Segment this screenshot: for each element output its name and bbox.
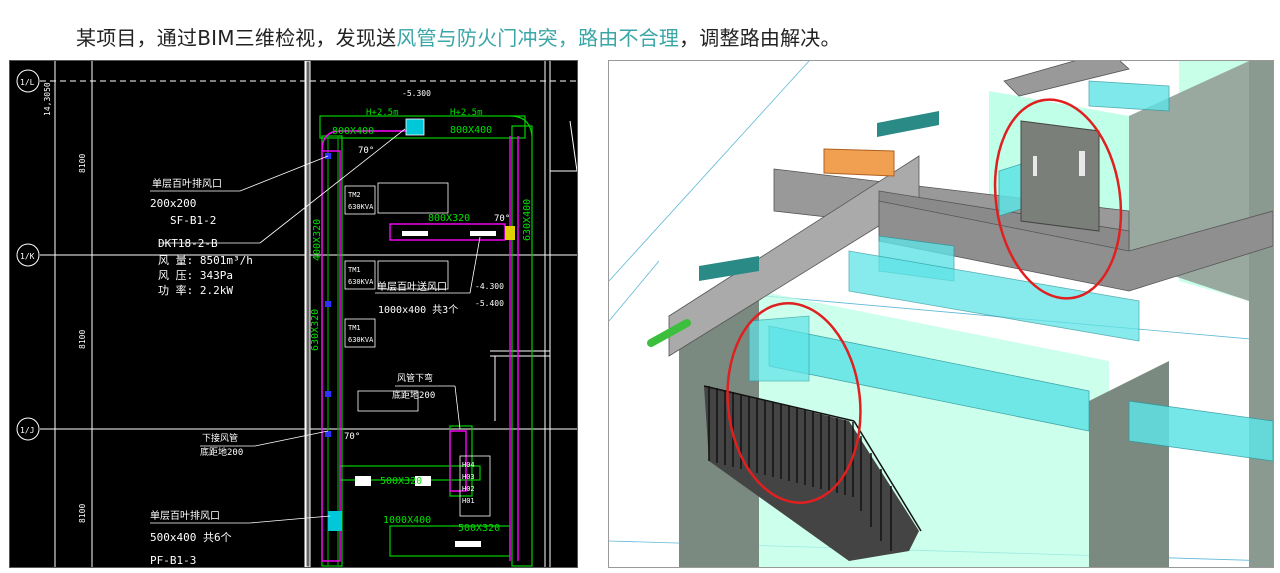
elev-label: -5.400 [475, 299, 504, 308]
h-code: H03 [462, 473, 475, 481]
tm-kva: 630KVA [348, 203, 374, 211]
door-window [1079, 151, 1085, 176]
fan-code: DKT18-2-B [158, 237, 218, 250]
angle-labels: 70° 70° 70° [344, 146, 510, 442]
elev-label: H+2.5m [366, 108, 399, 118]
duct-outlines [319, 115, 533, 567]
angle-label: 70° [344, 432, 360, 442]
elev-label: -5.300 [402, 89, 431, 98]
cable-trays [699, 111, 939, 281]
fire-door [1020, 120, 1100, 232]
exhaust-size: 200x200 [150, 197, 196, 210]
grid-bubble-icon [16, 417, 40, 441]
bottom-code: PF-B1-3 [150, 554, 196, 567]
bim-3d-view [609, 61, 1273, 567]
grid-bubble-label: 1/J [20, 426, 34, 435]
dim-label: 8100 [78, 154, 87, 173]
duct-size: 500X320 [380, 476, 422, 487]
tm-label: TM1 [348, 266, 361, 274]
tm-kva: 630KVA [348, 336, 374, 344]
annotations: 单层百叶排风口 200x200 SF-B1-2 DKT18-2-B 风 量: 8… [150, 89, 504, 567]
supply-size: 1000x400 共3个 [378, 304, 458, 316]
equipment-box [823, 148, 895, 177]
beams [668, 61, 1273, 357]
pipe [647, 319, 691, 347]
fan-pressure: 风 压: 343Pa [158, 269, 233, 282]
h-code: H02 [462, 485, 475, 493]
down-pipe-elev: 底距地200 [200, 446, 243, 458]
tm-kva: 630KVA [348, 278, 374, 286]
cad-drawing-panel: 1/L 1/K 1/J 14,3050 8100 8100 8100 [9, 60, 578, 568]
duct-size: 800X400 [332, 126, 374, 137]
duct-size: 800X400 [450, 125, 492, 136]
grid-bubble-label: 1/K [20, 252, 35, 261]
duct-down: 风管下弯 [397, 372, 433, 384]
duct-size-labels: 800X400 800X400 800X320 500X320 500X320 … [310, 108, 533, 534]
conflict-circle-door [993, 98, 1123, 300]
bottom-title: 单层百叶排风口 [150, 509, 220, 522]
transformer-labels: TM2 630KVA TM1 630KVA TM1 630KVA H04 H03… [348, 191, 475, 505]
staircase [703, 385, 922, 561]
cad-drawing: 1/L 1/K 1/J 14,3050 8100 8100 8100 [16, 61, 577, 567]
exhaust-code: SF-B1-2 [170, 214, 216, 227]
duct-size: 800X320 [428, 213, 470, 224]
grid-bubbles: 1/L 1/K 1/J [16, 69, 40, 441]
duct-size: 400X320 [312, 219, 323, 261]
grid-bubble-label: 1/L [20, 78, 35, 87]
exhaust-title: 单层百叶排风口 [152, 177, 222, 190]
damper-icon [505, 226, 515, 240]
supply-title: 单层百叶送风口 [377, 280, 447, 293]
h-code: H01 [462, 497, 475, 505]
magenta-ducts [321, 130, 519, 562]
conflict-markers [726, 98, 1123, 504]
dim-label: 14,3050 [43, 82, 52, 116]
tm-label: TM2 [348, 191, 361, 199]
h-code: H04 [462, 461, 475, 469]
tm-label: TM1 [348, 324, 361, 332]
grid-bubble-icon [16, 243, 40, 267]
duct-down-elev: 底距地200 [392, 389, 435, 401]
caption-highlight: 风管与防火门冲突，路由不合理 [396, 26, 680, 50]
duct-size: 1000X400 [383, 515, 431, 526]
bim-3d-panel [608, 60, 1274, 568]
fan-icon [328, 511, 342, 531]
vent-icon [355, 231, 496, 547]
caption-suffix: ，调整路由解决。 [679, 26, 841, 50]
grid-lines [40, 61, 577, 567]
elev-label: -4.300 [475, 282, 504, 291]
dim-label: 8100 [78, 504, 87, 523]
fan-airflow: 风 量: 8501m³/h [158, 254, 253, 267]
down-pipe: 下接风管 [202, 432, 238, 444]
angle-label: 70° [494, 214, 510, 224]
duct-size: 500X320 [458, 523, 500, 534]
caption: 某项目，通过BIM三维检视，发现送风管与防火门冲突，路由不合理，调整路由解决。 [76, 22, 841, 51]
duct-size: 630X320 [310, 309, 321, 351]
fan-power: 功 率: 2.2kW [158, 283, 233, 297]
fan-icon [405, 118, 425, 136]
dim-label: 8100 [78, 330, 87, 349]
elev-label: H+2.5m [450, 108, 483, 118]
duct-size: 630X400 [522, 199, 533, 241]
leader-lines [150, 128, 481, 524]
bottom-size: 500x400 共6个 [150, 531, 232, 544]
caption-prefix: 某项目，通过BIM三维检视，发现送 [76, 26, 397, 50]
door-window [1033, 156, 1037, 176]
angle-label: 70° [358, 146, 374, 156]
conflict-circle-stairs [726, 302, 862, 504]
grid-bubble-icon [16, 69, 40, 93]
railing [703, 385, 922, 551]
transformer-blocks [344, 182, 491, 517]
dimension-labels: 14,3050 8100 8100 8100 [43, 82, 87, 523]
